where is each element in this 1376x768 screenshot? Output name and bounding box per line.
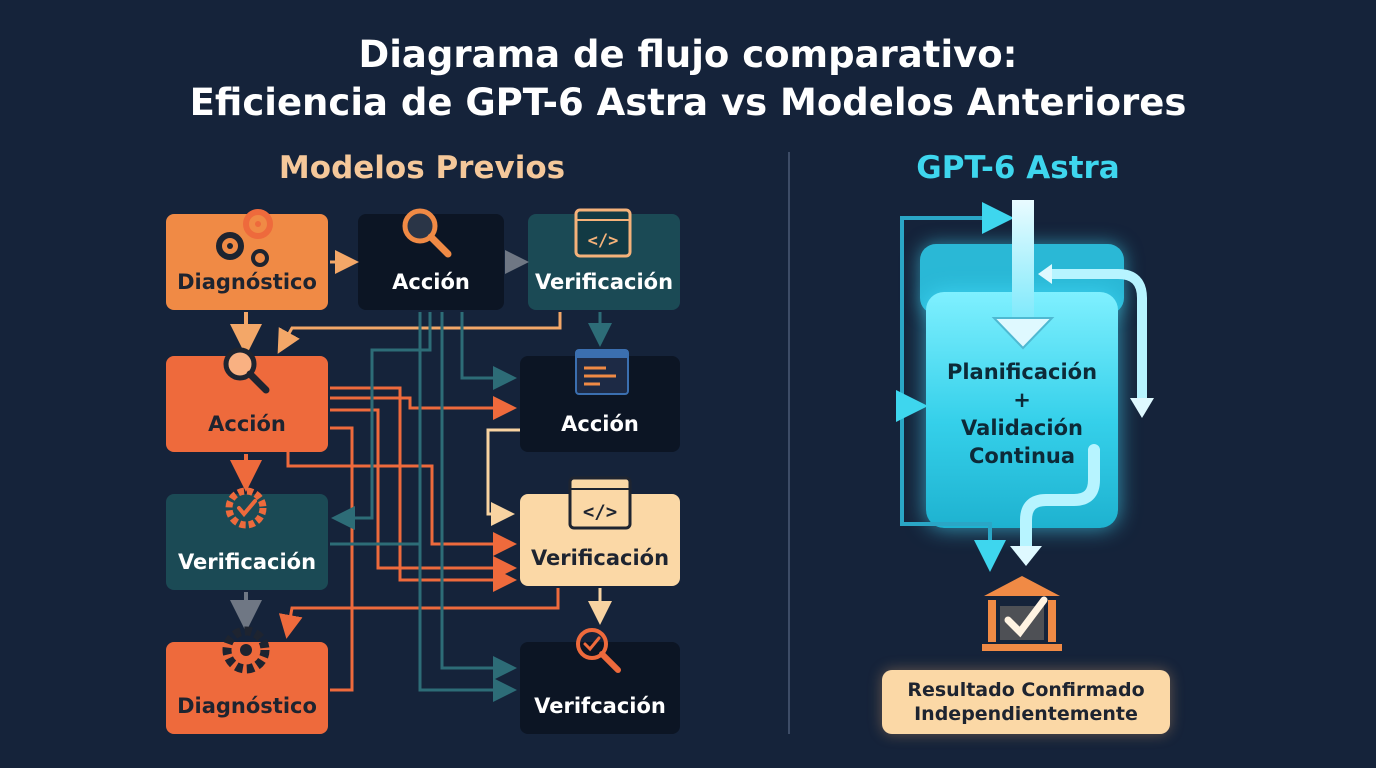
node-verificacion-4: Verifcación (520, 642, 680, 734)
route-teal-b (460, 312, 517, 390)
route-f (278, 588, 560, 639)
loop-right-head (1130, 398, 1154, 418)
diagram-title-line1: Diagrama de flujo comparativo: (358, 33, 1018, 76)
svg-text:</>: </> (588, 231, 619, 251)
node-diagnostico-2-label: Diagnóstico (177, 694, 317, 718)
magnifier-check-icon (576, 628, 621, 673)
code-window-icon: </> (568, 476, 632, 530)
loop-bottom-glow (1020, 444, 1100, 554)
gear-icon (222, 626, 270, 674)
loop-left (900, 216, 1006, 572)
result-box: Resultado Confirmado Independientemente (882, 670, 1170, 734)
core-line-continua: Continua (968, 444, 1076, 468)
node-accion-2-label: Acción (208, 412, 286, 436)
main-down-shaft (1012, 200, 1034, 322)
loop-right-glow (1043, 269, 1147, 405)
route-b (330, 396, 517, 420)
gears-icon (216, 209, 273, 267)
node-accion-3-label: Acción (561, 412, 639, 436)
node-verificacion-1-label: Verificación (534, 270, 674, 294)
core-text: Planificación + Validación Continua (926, 358, 1118, 470)
loop-right-tail (1038, 264, 1052, 284)
right-heading: GPT-6 Astra (916, 150, 1120, 186)
gear-check-icon (225, 487, 267, 529)
core-line-plus: + (1013, 388, 1031, 412)
node-accion-1-label: Acción (392, 270, 470, 294)
node-verificacion-4-label: Verifcación (534, 694, 666, 718)
section-divider (788, 152, 790, 734)
route-d (330, 426, 354, 692)
node-verificacion-2-label: Verificación (177, 550, 317, 574)
svg-text:</>: </> (583, 501, 617, 523)
route-a (330, 386, 517, 592)
main-down-head (991, 317, 1055, 350)
node-diagnostico-1-label: Diagnóstico (177, 270, 317, 294)
route-teal-a (331, 312, 432, 530)
result-line1: Resultado Confirmado (907, 679, 1145, 701)
node-verificacion-3-label: Verificación (530, 546, 670, 570)
node-diagnostico-2: Diagnóstico (166, 642, 328, 734)
core-line-planificacion: Planificación (946, 360, 1098, 384)
route-verif-to-accion (277, 312, 562, 354)
left-heading: Modelos Previos (278, 150, 566, 186)
route-cream (486, 428, 520, 526)
bank-check-icon (982, 576, 1062, 651)
magnifier-icon (402, 208, 452, 258)
node-verificacion-1: Verificación (528, 214, 680, 310)
core-line-validacion: Validación (961, 416, 1083, 440)
route-teal-c (440, 312, 517, 680)
terminal-icon (575, 349, 629, 395)
magnifier-icon (223, 347, 270, 394)
diagram-title-line2: Eficiencia de GPT-6 Astra vs Modelos Ant… (189, 81, 1187, 124)
code-window-icon: </> (574, 208, 632, 258)
result-line2: Independientemente (914, 703, 1138, 725)
route-teal-d (418, 312, 517, 702)
route-e (286, 452, 517, 556)
loop-bottom-head (1010, 546, 1042, 566)
